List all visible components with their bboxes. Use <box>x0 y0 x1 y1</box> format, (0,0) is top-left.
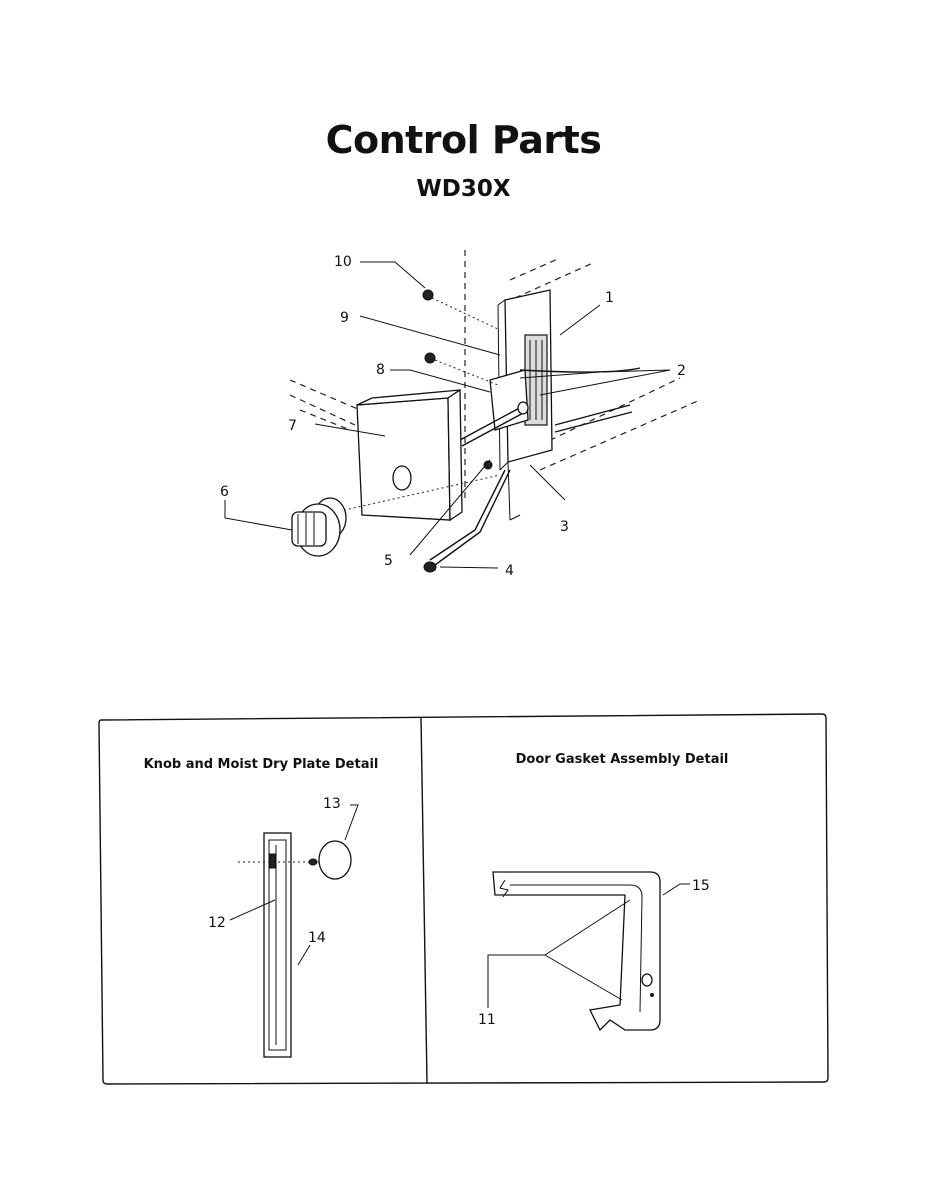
callout-10: 10 <box>334 254 352 270</box>
callout-2: 2 <box>677 363 686 379</box>
door-gasket-detail-title: Door Gasket Assembly Detail <box>516 752 729 767</box>
page-title: Control Parts <box>325 118 602 162</box>
callout-9: 9 <box>340 310 349 326</box>
callout-8: 8 <box>376 362 385 378</box>
callout-1: 1 <box>605 290 614 306</box>
control-assembly-exploded-view <box>224 250 701 573</box>
callout-5: 5 <box>384 553 393 569</box>
detail-box <box>98 713 829 1085</box>
knob-plate-drawing <box>229 804 359 1058</box>
model-number: WD30X <box>416 176 511 202</box>
callout-7: 7 <box>288 418 297 434</box>
callout-15: 15 <box>692 878 710 894</box>
callout-14: 14 <box>308 930 326 946</box>
callout-11: 11 <box>478 1012 496 1028</box>
callout-3: 3 <box>560 519 569 535</box>
callout-6: 6 <box>220 484 229 500</box>
knob-plate-detail-title: Knob and Moist Dry Plate Detail <box>144 757 379 772</box>
callout-4: 4 <box>505 563 514 579</box>
callout-12: 12 <box>208 915 226 931</box>
callout-13: 13 <box>323 796 341 812</box>
door-gasket-drawing <box>487 871 690 1032</box>
